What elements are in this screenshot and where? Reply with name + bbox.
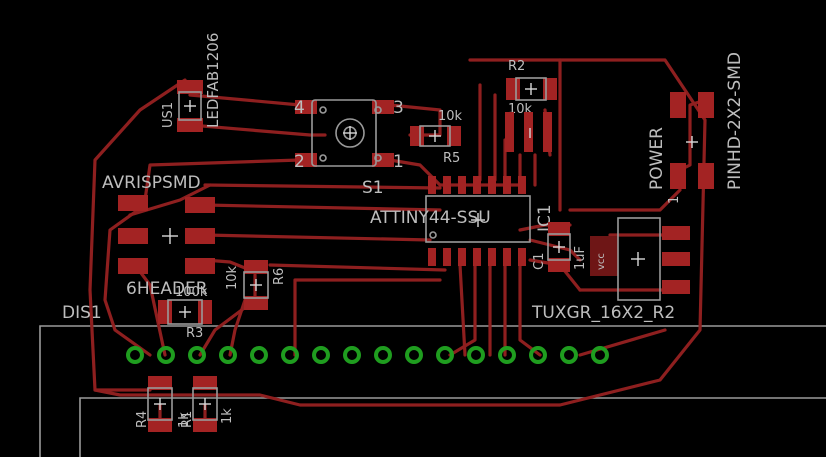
voltage-regulator[interactable]: vcc: [590, 217, 690, 301]
r3-value: 100k: [175, 285, 208, 300]
lcd-pin[interactable]: [281, 346, 299, 364]
lcd-outline: [39, 325, 826, 457]
lcd-pin[interactable]: [126, 346, 144, 364]
dis1-value: TUXGR_16X2_R2: [531, 303, 675, 323]
s1-pin-3: 3: [393, 98, 404, 118]
r3-name: R3: [186, 326, 203, 341]
r6-value: 10k: [225, 265, 240, 290]
resistor-r6[interactable]: 10k R6: [225, 260, 287, 310]
lcd-pin[interactable]: [219, 346, 237, 364]
avrisp-name: AVRISPSMD: [102, 173, 201, 193]
attiny-name: ATTINY44-SSU: [370, 208, 491, 228]
s1-pin-1: 1: [393, 152, 404, 172]
resistor-r2[interactable]: R2 10k: [505, 59, 557, 152]
dis1-name: DIS1: [62, 303, 102, 323]
switch-s1[interactable]: 4 3 2 1 S1: [294, 98, 404, 198]
lcd-pin[interactable]: [312, 346, 330, 364]
power-name: POWER: [647, 127, 667, 190]
resistor-r1[interactable]: R1 1k: [180, 376, 235, 432]
avrisp-header[interactable]: AVRISPSMD: [102, 173, 215, 274]
lcd-pin[interactable]: [529, 346, 547, 364]
lcd-pin-row: [126, 346, 609, 364]
s1-pin-2: 2: [294, 152, 305, 172]
power-value: PINHD-2X2-SMD: [725, 52, 745, 190]
lcd-pin[interactable]: [436, 346, 454, 364]
ic-attiny44[interactable]: ATTINY44-SSU IC1: [370, 176, 555, 266]
header6-name: 6HEADER: [126, 279, 208, 299]
led-us1[interactable]: US1 LEDFAB1206: [161, 33, 222, 132]
us1-name: US1: [161, 102, 176, 128]
resistor-r5[interactable]: 10k R5: [410, 109, 463, 166]
lcd-pin[interactable]: [467, 346, 485, 364]
r5-name: R5: [443, 151, 460, 166]
c1-value: 1uF: [573, 246, 588, 270]
r1-value: 1k: [220, 408, 235, 424]
lcd-dis1[interactable]: DIS1 TUXGR_16X2_R2: [62, 303, 675, 323]
lcd-pin[interactable]: [374, 346, 392, 364]
power-pin-1: 1: [667, 196, 682, 204]
capacitor-c1[interactable]: C1 1uF: [532, 222, 588, 272]
lcd-pin[interactable]: [591, 346, 609, 364]
lcd-pin[interactable]: [498, 346, 516, 364]
power-header[interactable]: POWER PINHD-2X2-SMD 1: [647, 52, 745, 204]
lcd-pin[interactable]: [343, 346, 361, 364]
lcd-pin[interactable]: [157, 346, 175, 364]
lcd-pin[interactable]: [560, 346, 578, 364]
r6-name: R6: [272, 268, 287, 285]
resistor-r3[interactable]: 100k R3 6HEADER: [126, 279, 212, 341]
lcd-pin[interactable]: [188, 346, 206, 364]
resistor-r4[interactable]: R4 1k: [135, 376, 192, 432]
c1-name: C1: [532, 253, 547, 270]
r1-name: R1: [180, 411, 195, 428]
r5-value: 10k: [438, 109, 463, 124]
us1-value: LEDFAB1206: [204, 33, 222, 128]
vcc-label: vcc: [596, 253, 607, 270]
r2-name: R2: [508, 59, 525, 74]
s1-pin-4: 4: [294, 98, 305, 118]
lcd-pin[interactable]: [250, 346, 268, 364]
s1-name: S1: [362, 178, 384, 198]
r4-name: R4: [135, 411, 150, 428]
r4-value: 1k: [177, 412, 192, 428]
lcd-pin[interactable]: [405, 346, 423, 364]
